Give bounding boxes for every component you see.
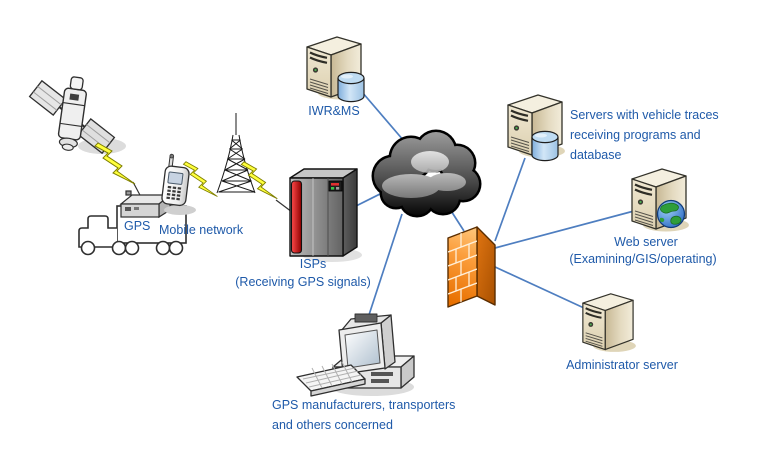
admin-server-label: Administrator server (566, 358, 678, 372)
connector-vehicleserver-firewall (494, 157, 526, 242)
isps-server-icon (289, 168, 362, 262)
workstation-icon (296, 313, 415, 397)
vehicle-server-label-line1: Servers with vehicle traces (570, 108, 719, 122)
web-server-label-line2: (Examining/GIS/operating) (569, 252, 716, 266)
connector-iwrms-cloud (361, 91, 405, 142)
admin-server-icon (581, 292, 637, 353)
globe-icon (656, 199, 686, 229)
database-icon (531, 130, 559, 162)
satellite-icon (28, 76, 116, 155)
phone-shadow (164, 205, 196, 215)
vehicle-server-label-line2: receiving programs and (570, 128, 701, 142)
manufacturers-label-line1: GPS manufacturers, transporters (272, 398, 455, 412)
database-icon (337, 71, 365, 103)
web-server-label-line1: Web server (614, 235, 678, 249)
vehicle-server-icon (506, 93, 567, 162)
iwrms-label: IWR&MS (308, 104, 359, 118)
connector-firewall-webserver (494, 210, 635, 249)
firewall-icon (447, 226, 496, 308)
lightning-tower-isps (240, 161, 278, 200)
mobile-network-label: Mobile network (159, 223, 244, 237)
mobile-phone-icon (161, 153, 190, 207)
isps-label-line2: (Receiving GPS signals) (235, 275, 370, 289)
internet-cloud-icon (371, 129, 482, 218)
connector-firewall-adminserver (492, 265, 585, 309)
cell-tower-icon (216, 113, 256, 194)
connector-cloud-workstation (366, 213, 403, 322)
web-server-icon (630, 167, 691, 233)
vehicle-server-label-line3: database (570, 148, 621, 162)
manufacturers-label-line2: and others concerned (272, 418, 393, 432)
iwrms-server-icon (305, 35, 366, 103)
gps-label: GPS (124, 219, 150, 233)
isps-label-line1: ISPs (300, 257, 326, 271)
connector-lines (351, 91, 635, 322)
labels: GPS Mobile network IWR&MS ISPs (Receivin… (124, 104, 719, 432)
